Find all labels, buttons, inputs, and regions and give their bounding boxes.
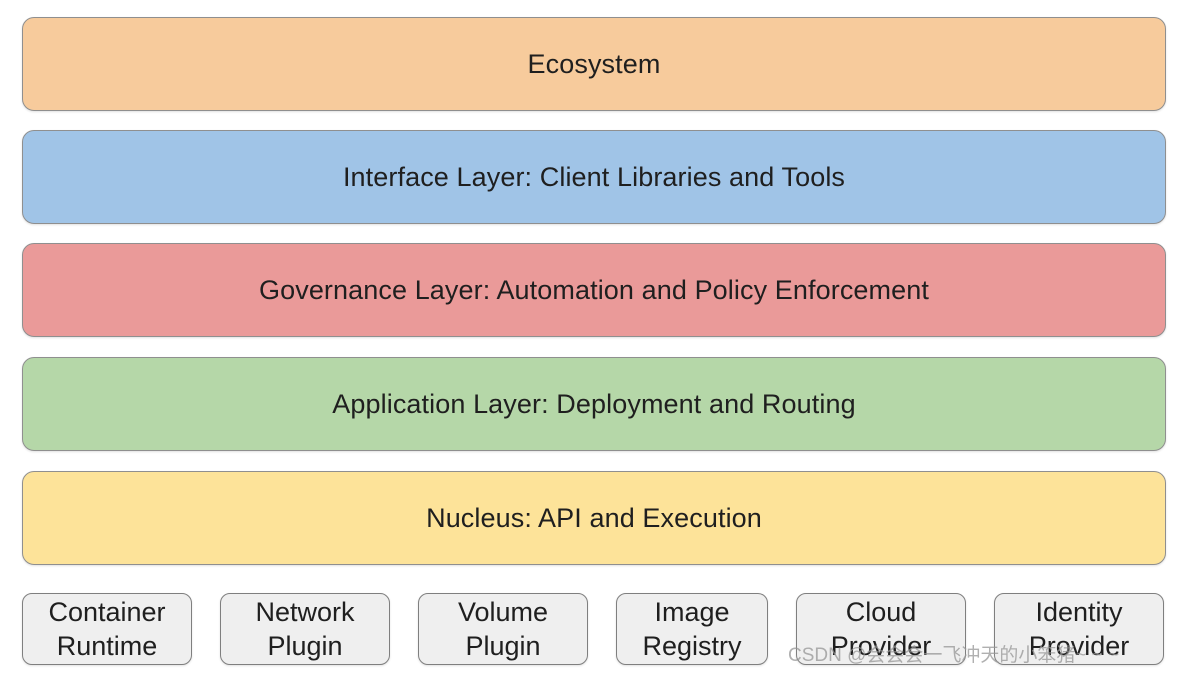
plugin-container-runtime: Container Runtime (22, 593, 192, 665)
layer-label: Application Layer: Deployment and Routin… (332, 388, 856, 419)
plugin-label: Cloud Provider (830, 597, 932, 661)
layer-application: Application Layer: Deployment and Routin… (22, 357, 1166, 451)
plugin-label: Identity Provider (1028, 597, 1130, 661)
plugin-label: Image Registry (642, 597, 742, 661)
layer-nucleus: Nucleus: API and Execution (22, 471, 1166, 565)
plugin-volume: Volume Plugin (418, 593, 588, 665)
layer-ecosystem: Ecosystem (22, 17, 1166, 111)
plugin-identity-provider: Identity Provider (994, 593, 1164, 665)
plugin-label: Container Runtime (48, 597, 166, 661)
plugin-cloud-provider: Cloud Provider (796, 593, 966, 665)
plugin-label: Volume Plugin (457, 597, 549, 661)
watermark: CSDN @会会会一飞冲天的小笨猪~ ~ ~ (788, 645, 1120, 666)
layer-label: Governance Layer: Automation and Policy … (259, 274, 929, 305)
plugin-network: Network Plugin (220, 593, 390, 665)
layer-label: Ecosystem (527, 48, 661, 79)
layer-governance: Governance Layer: Automation and Policy … (22, 243, 1166, 337)
plugin-label: Network Plugin (255, 597, 355, 661)
layer-label: Nucleus: API and Execution (426, 502, 762, 533)
layer-interface: Interface Layer: Client Libraries and To… (22, 130, 1166, 224)
layer-label: Interface Layer: Client Libraries and To… (342, 161, 846, 192)
plugin-image-registry: Image Registry (616, 593, 768, 665)
